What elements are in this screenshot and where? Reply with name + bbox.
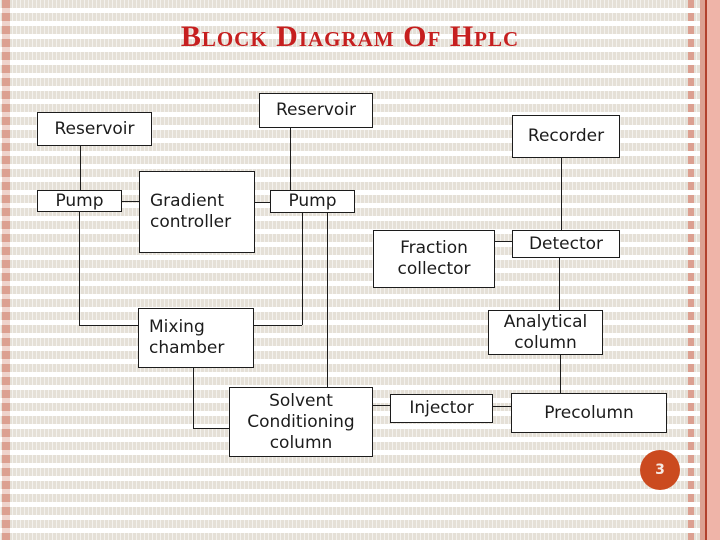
diagram-box-analytical-column: Analytical column	[488, 310, 603, 355]
connector-gradient-controller-to-pump-center	[255, 202, 270, 203]
connector-pump-left-to-mixing-chamber-horizontal	[79, 325, 138, 326]
diagram-box-gradient-controller: Gradient controller	[139, 171, 255, 253]
diagram-box-pump-center: Pump	[270, 190, 355, 213]
connector-pump-center-to-mixing-chamber-horizontal	[254, 325, 302, 326]
connector-mixing-chamber-to-solvent-column-horizontal	[193, 428, 229, 429]
diagram-box-precolumn: Precolumn	[511, 393, 667, 433]
page-number-badge: 3	[640, 450, 680, 490]
connector-analytical-column-to-precolumn	[560, 355, 561, 393]
connector-recorder-to-detector	[561, 158, 562, 230]
diagram-box-solvent-conditioning-column: Solvent Conditioning column	[229, 387, 373, 457]
connector-detector-to-analytical-column	[559, 258, 560, 310]
connector-reservoir-left-to-pump-left	[80, 146, 81, 190]
slide-title: Block Diagram Of Hplc	[180, 20, 520, 53]
right-accent-band-light	[707, 0, 720, 540]
connector-pump-center-to-solvent-column	[327, 213, 328, 387]
connector-fraction-collector-to-detector	[495, 241, 512, 242]
diagram-box-mixing-chamber: Mixing chamber	[138, 308, 254, 368]
diagram-box-detector: Detector	[512, 230, 620, 258]
connector-pump-left-to-gradient-controller	[122, 201, 139, 202]
connector-reservoir-center-to-pump-center	[290, 128, 291, 190]
diagram-box-reservoir-left: Reservoir	[37, 112, 152, 146]
right-accent-line	[705, 0, 707, 540]
connector-mixing-chamber-to-solvent-column-vertical	[193, 368, 194, 428]
diagram-box-recorder: Recorder	[512, 115, 620, 158]
right-accent-band-striped	[688, 0, 694, 540]
connector-solvent-column-to-injector	[373, 405, 390, 406]
diagram-box-fraction-collector: Fraction collector	[373, 230, 495, 288]
left-accent-bar	[2, 0, 10, 540]
connector-injector-to-precolumn	[493, 406, 511, 407]
connector-pump-center-to-mixing-chamber-vertical	[302, 213, 303, 325]
connector-pump-left-to-mixing-chamber-vertical	[79, 212, 80, 325]
page-number: 3	[655, 462, 665, 478]
diagram-box-injector: Injector	[390, 394, 493, 423]
right-accent-band-solid	[700, 0, 705, 540]
diagram-box-reservoir-center: Reservoir	[259, 93, 373, 128]
diagram-box-pump-left: Pump	[37, 190, 122, 212]
